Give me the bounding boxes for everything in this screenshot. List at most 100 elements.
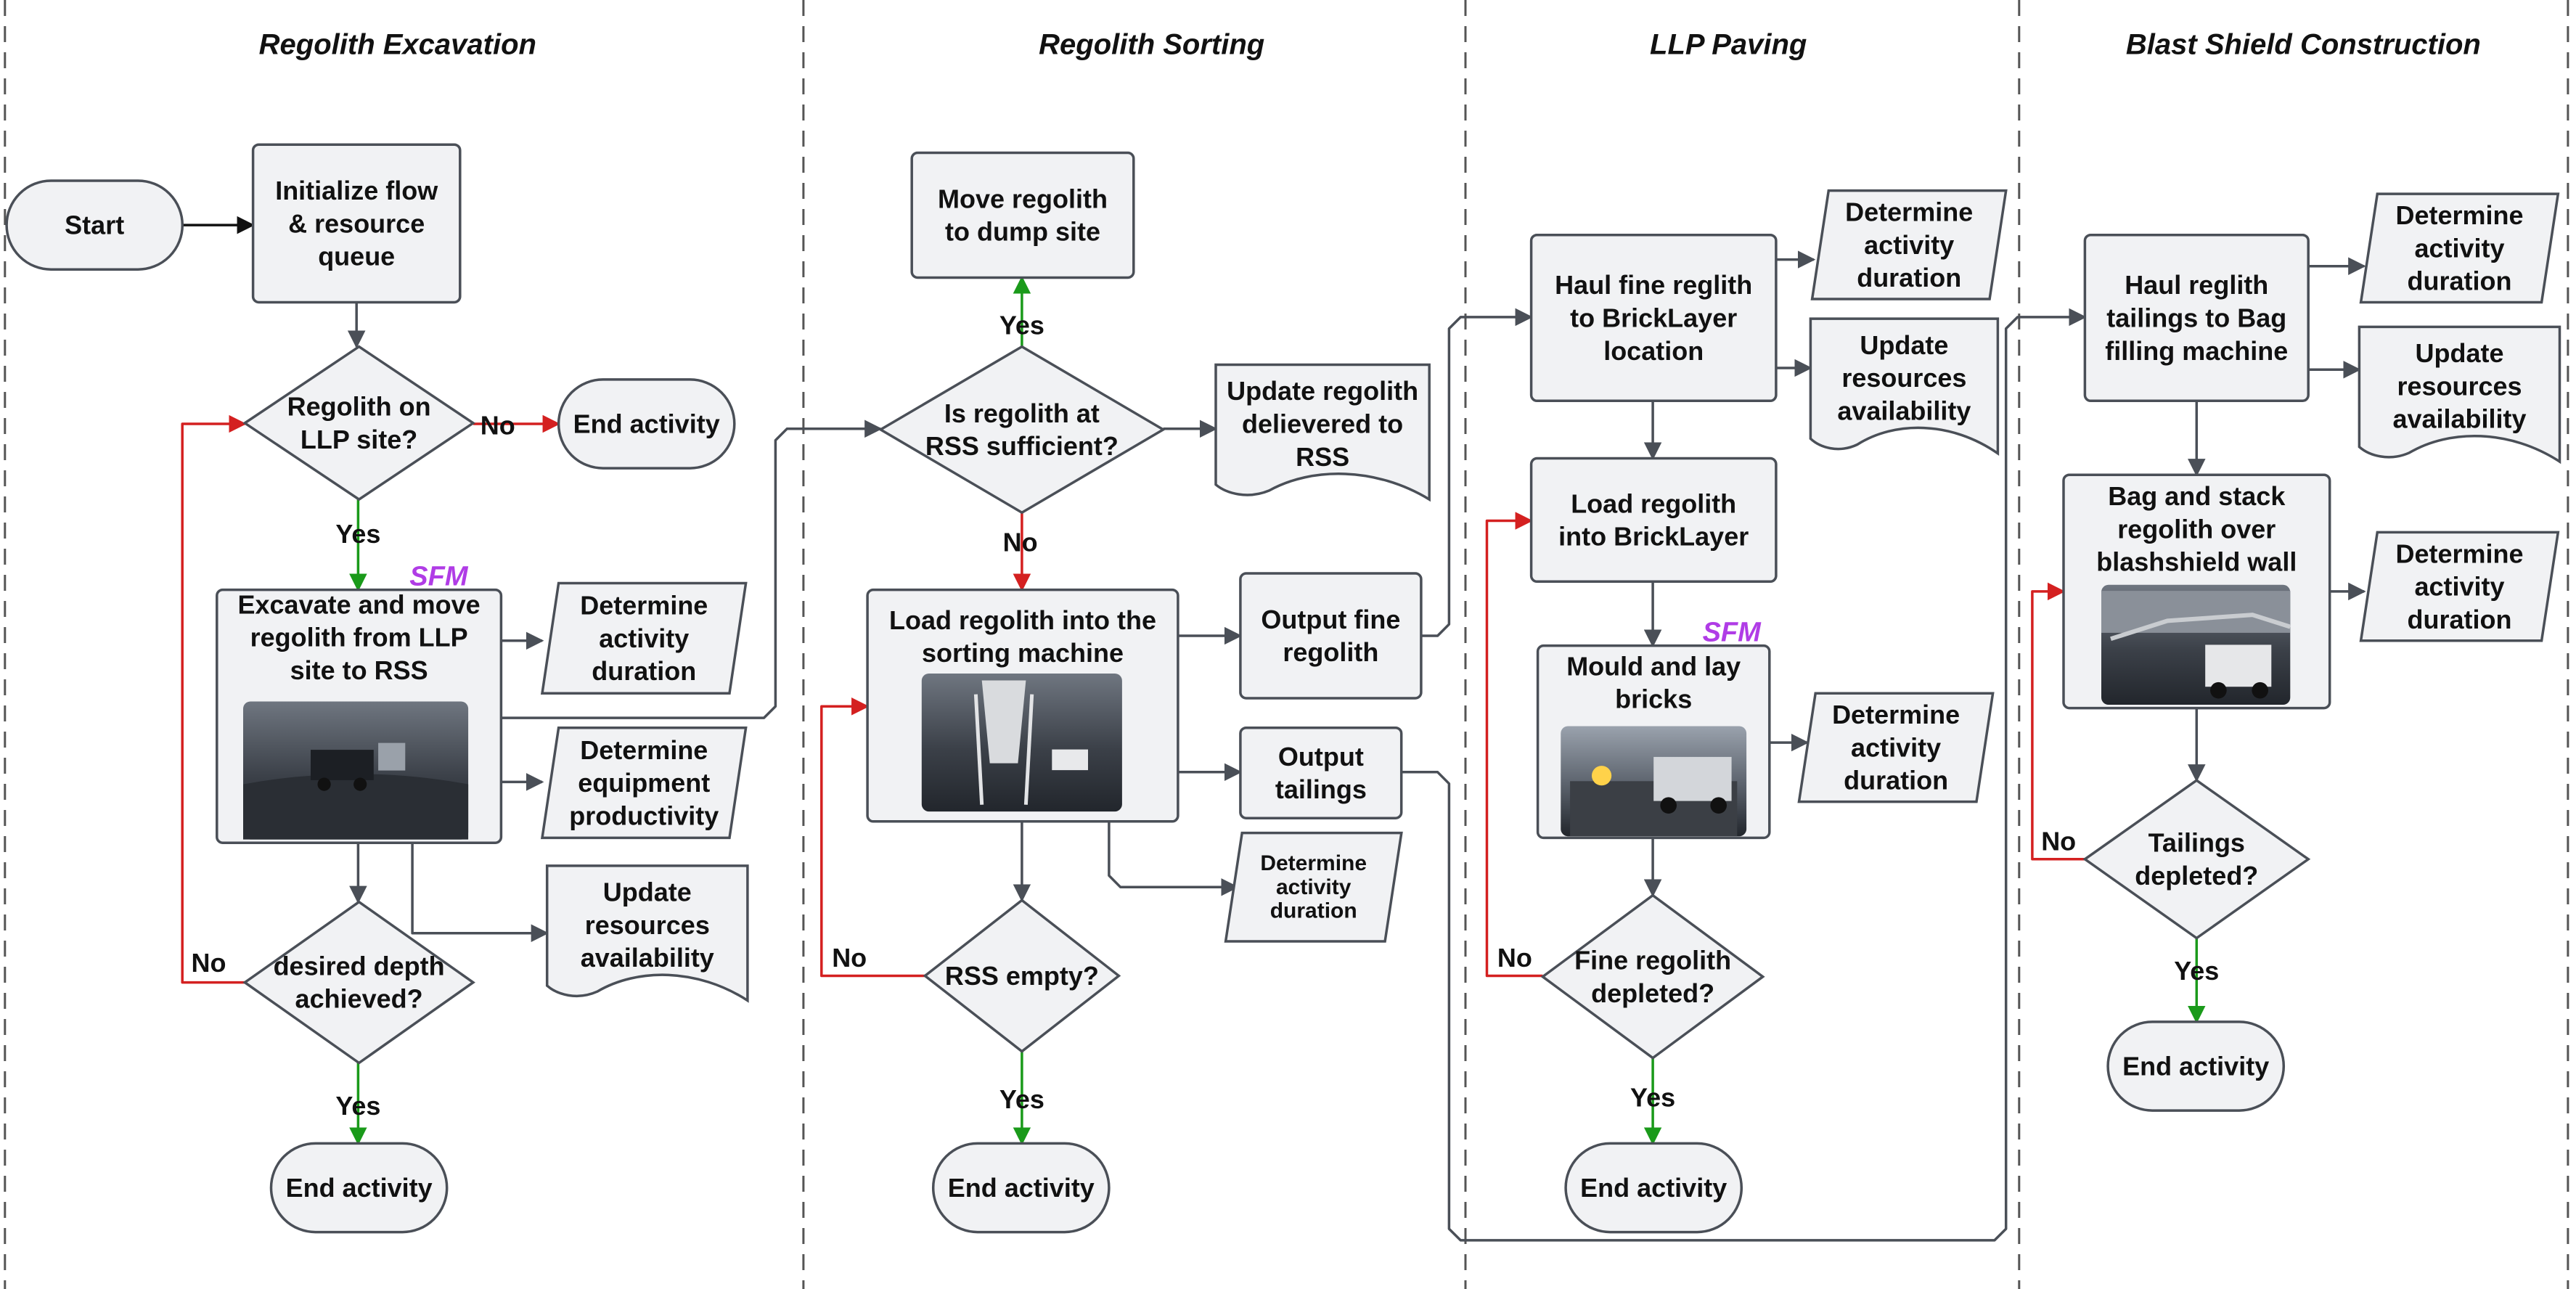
node-label-output-fine-1: Output fine xyxy=(1261,605,1400,634)
node-label-start-1: Start xyxy=(65,210,124,240)
node-label-output-tailings-1: Output xyxy=(1278,742,1364,772)
node-label-rss-sufficient-1: Is regolith at xyxy=(944,398,1100,428)
node-label-exc-resources-3: availability xyxy=(581,943,714,973)
node-label-load-sorting-1: Load regolith into the xyxy=(889,605,1156,635)
connector-36 xyxy=(2031,582,2085,861)
connector-7 xyxy=(411,843,549,942)
node-label-haul-fine-3: location xyxy=(1603,336,1704,366)
node-label-pav-duration1-2: activity xyxy=(1864,230,1954,260)
connector-22 xyxy=(1401,308,2087,1242)
node-label-bs-duration1-1: Determine xyxy=(2395,200,2523,230)
node-label-sort-duration-2: activity xyxy=(1276,875,1352,899)
node-label-load-sorting-2: sorting machine xyxy=(922,638,1124,668)
node-end-sorting: End activity xyxy=(931,1142,1111,1234)
sfm-tag-2: SFM xyxy=(1703,617,1762,647)
node-label-exc-productivity-2: equipment xyxy=(578,768,710,798)
node-bs-duration2: Determine activity duration xyxy=(2359,531,2560,642)
node-label-desired-depth-2: achieved? xyxy=(295,984,423,1014)
node-label-pav-duration2-1: Determine xyxy=(1832,700,1960,729)
sfm-tag-1: SFM xyxy=(409,562,469,592)
lane-title-3: LLP Paving xyxy=(1650,29,1807,61)
node-label-exc-resources-1: Update xyxy=(603,877,692,907)
node-label-bs-resources-1: Update xyxy=(2415,338,2503,368)
node-label-output-tailings-2: tailings xyxy=(1275,774,1367,804)
node-label-excavate-1: Excavate and move xyxy=(238,590,481,620)
node-label-initialize-1: Initialize flow xyxy=(275,176,438,205)
node-label-load-bricklayer-1: Load regolith xyxy=(1571,488,1736,518)
connector-21 xyxy=(1420,308,1534,637)
node-label-bs-duration1-3: duration xyxy=(2408,266,2512,296)
node-label-regolith-on-llp-1: Regolith on xyxy=(287,392,431,422)
yes-label-10: Yes xyxy=(1630,1083,1675,1113)
node-label-pav-resources-1: Update xyxy=(1860,330,1948,360)
node-label-end-blast-1: End activity xyxy=(2122,1052,2269,1081)
node-output-fine: Output fine regolith xyxy=(1239,572,1423,700)
node-label-end-sorting-1: End activity xyxy=(948,1173,1095,1203)
node-end-blast: End activity xyxy=(2106,1020,2286,1112)
node-label-output-fine-2: regolith xyxy=(1283,637,1378,667)
no-label-3: No xyxy=(192,948,226,978)
node-label-initialize-2: & resource xyxy=(288,208,425,238)
node-label-bs-duration2-2: activity xyxy=(2414,572,2504,602)
node-end-excavation-no: End activity xyxy=(557,378,736,470)
node-label-mould-1: Mould and lay xyxy=(1566,651,1741,681)
lane-title-2: Regolith Sorting xyxy=(1039,29,1264,61)
node-label-sort-duration-3: duration xyxy=(1270,899,1357,923)
connector-17 xyxy=(1108,821,1239,896)
node-label-tailings-depleted-1: Tailings xyxy=(2148,828,2245,858)
node-label-bs-duration2-1: Determine xyxy=(2395,539,2523,568)
node-label-update-delivered-1: Update regolith xyxy=(1227,376,1418,406)
node-label-exc-productivity-1: Determine xyxy=(580,735,708,765)
yes-label-4: Yes xyxy=(335,1091,380,1121)
node-label-bs-resources-2: resources xyxy=(2397,371,2522,401)
node-label-bag-stack-2: regolith over xyxy=(2117,514,2276,544)
node-label-exc-productivity-3: productivity xyxy=(569,801,719,830)
yes-label-5: Yes xyxy=(999,311,1044,340)
node-label-regolith-on-llp-2: LLP site? xyxy=(300,425,417,454)
node-label-bs-duration2-3: duration xyxy=(2408,605,2512,634)
node-label-end-excavation-no-1: End activity xyxy=(573,409,720,439)
no-label-9: No xyxy=(1497,943,1532,973)
node-start: Start xyxy=(5,179,184,271)
node-label-update-delivered-3: RSS xyxy=(1296,442,1349,472)
swimlane-titles: Regolith Excavation Regolith Sorting LLP P… xyxy=(259,29,2481,61)
node-label-sort-duration-1: Determine xyxy=(1260,851,1367,875)
node-end-excavation: End activity xyxy=(269,1142,449,1234)
node-label-haul-fine-2: to BrickLayer xyxy=(1570,303,1737,333)
equipment-photo xyxy=(921,674,1122,812)
node-label-initialize-3: queue xyxy=(318,242,395,271)
no-label-6: No xyxy=(1003,528,1038,557)
node-label-mould-2: bricks xyxy=(1615,684,1692,714)
node-label-desired-depth-1: desired depth xyxy=(274,951,445,981)
equipment-photo xyxy=(2101,584,2291,705)
node-label-haul-fine-1: Haul fine reglith xyxy=(1555,270,1752,300)
node-label-haul-tailings-2: tailings to Bag xyxy=(2106,303,2286,333)
lane-title-1: Regolith Excavation xyxy=(259,29,536,61)
node-label-bs-duration1-2: activity xyxy=(2414,233,2504,263)
connector-29 xyxy=(1485,512,1543,978)
node-end-paving: End activity xyxy=(1564,1142,1743,1234)
node-label-move-dump-1: Move regolith xyxy=(938,184,1108,213)
node-label-pav-resources-2: resources xyxy=(1841,363,1966,393)
yes-label-2: Yes xyxy=(335,519,380,549)
yes-label-12: Yes xyxy=(2174,956,2219,986)
connectors xyxy=(181,216,2366,1242)
node-label-bs-resources-3: availability xyxy=(2392,404,2526,434)
node-label-haul-tailings-3: filling machine xyxy=(2105,336,2288,366)
